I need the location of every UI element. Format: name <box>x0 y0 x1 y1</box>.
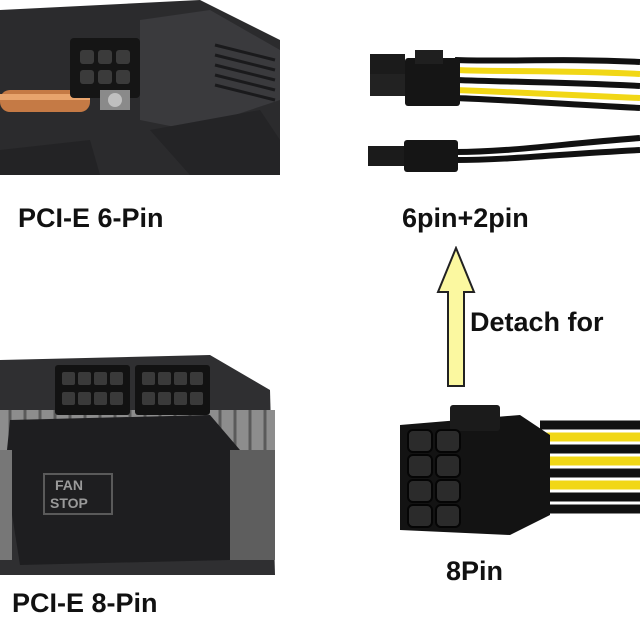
label-detach-for: Detach for <box>470 307 604 337</box>
gpu-8pin-photo: FAN STOP <box>0 350 275 575</box>
label-pcie-8pin: PCI-E 8-Pin <box>12 588 158 618</box>
fan-stop-line2: STOP <box>50 495 88 511</box>
connector-6plus2-photo <box>360 40 640 180</box>
label-pcie-6pin: PCI-E 6-Pin <box>18 203 164 233</box>
label-6pin-plus-2pin: 6pin+2pin <box>402 203 529 233</box>
label-8pin: 8Pin <box>446 556 504 586</box>
fan-stop-line1: FAN <box>55 477 83 493</box>
gpu-6pin-photo <box>0 0 280 180</box>
arrow-up-icon <box>436 246 476 387</box>
connector-8pin-photo <box>380 395 640 545</box>
